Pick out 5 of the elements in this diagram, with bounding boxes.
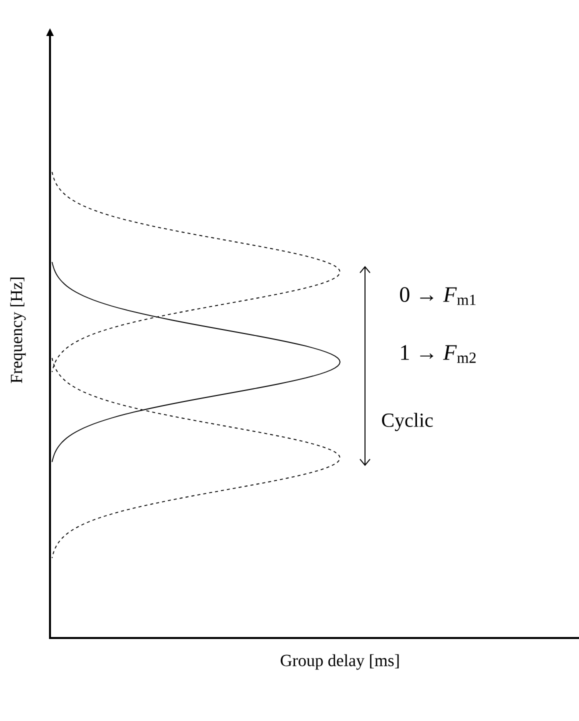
axis-label: Group delay [ms] bbox=[280, 654, 399, 670]
mapping-label: 0 → F$_{m1}$ bbox=[400, 287, 476, 305]
mapping-label: 1 → F$_{m2}$ bbox=[401, 345, 476, 363]
axis-label: Frequency [Hz] bbox=[10, 278, 26, 384]
cyclic-label: Cyclic bbox=[382, 412, 433, 432]
